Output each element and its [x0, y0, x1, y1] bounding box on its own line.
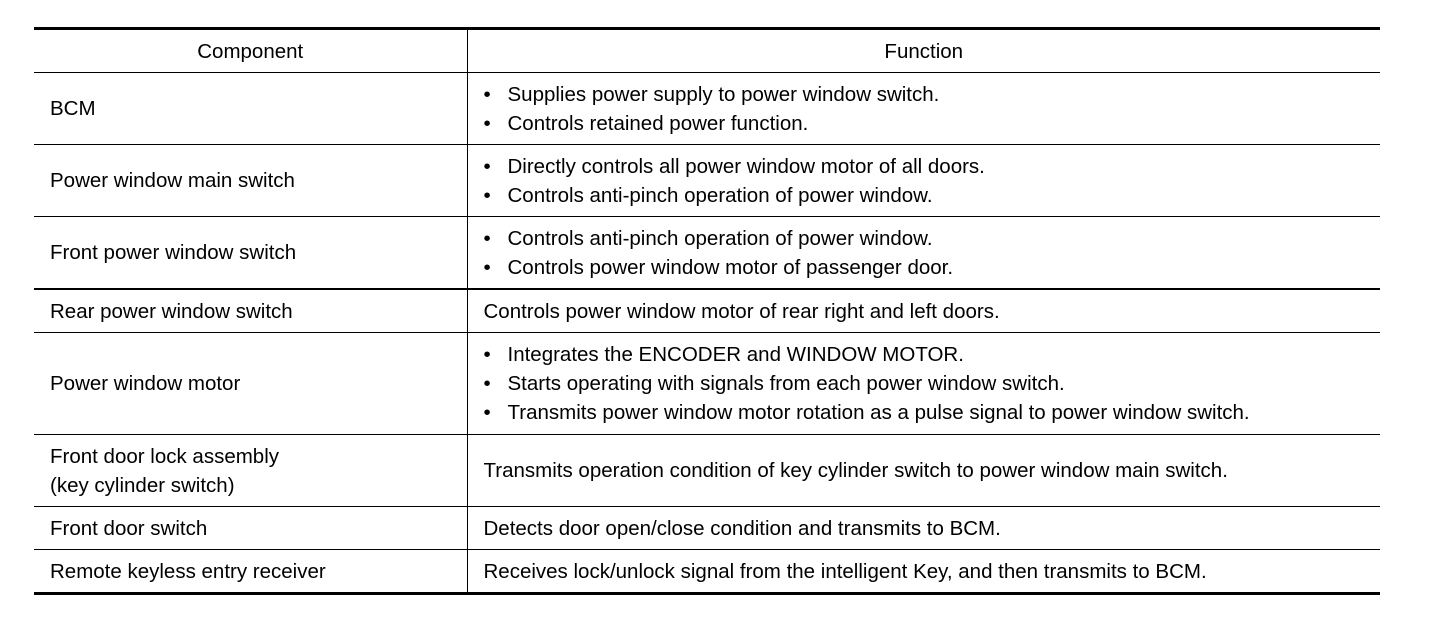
- function-cell: Receives lock/unlock signal from the int…: [467, 549, 1380, 594]
- function-cell: Controls power window motor of rear righ…: [467, 288, 1380, 333]
- table-header-row: Component Function: [34, 28, 1380, 73]
- function-bullet-item: • Transmits power window motor rotation a…: [484, 398, 1373, 427]
- bullet-glyph: •: [483, 343, 491, 366]
- component-name: Power window motor: [50, 372, 241, 395]
- function-bullet-text: Integrates the ENCODER and WINDOW MOTOR.: [507, 343, 964, 366]
- component-cell: Power window motor: [34, 332, 468, 435]
- table-row: Front power window switch • Controls anti…: [34, 216, 1380, 289]
- table-row: Rear power window switch Controls power …: [34, 288, 1380, 333]
- function-text: Detects door open/close condition and tr…: [483, 516, 1001, 540]
- component-name: Front door switch: [50, 516, 208, 540]
- function-text: Transmits operation condition of key cyl…: [483, 459, 1228, 482]
- function-bullet-text: Supplies power supply to power window sw…: [507, 82, 940, 106]
- function-bullet-text: Controls retained power function.: [507, 111, 809, 135]
- function-bullet-item: • Controls anti-pinch operation of power …: [484, 224, 1373, 253]
- function-bullet-text: Transmits power window motor rotation as…: [507, 401, 1250, 424]
- function-bullet-item: • Integrates the ENCODER and WINDOW MOTOR…: [484, 340, 1373, 369]
- component-name: Front power window switch: [50, 241, 297, 264]
- function-bullet-text: Directly controls all power window motor…: [507, 154, 985, 178]
- component-name: Front door lock assembly: [50, 444, 280, 468]
- function-cell: • Directly controls all power window moto…: [467, 144, 1380, 217]
- function-cell: Detects door open/close condition and tr…: [467, 506, 1380, 550]
- column-header-function: Function: [467, 28, 1380, 73]
- table-row: Front door switch Detects door open/clos…: [34, 506, 1380, 550]
- function-bullet-text: Controls anti-pinch operation of power w…: [507, 183, 933, 207]
- function-bullet-item: • Controls anti-pinch operation of power …: [484, 181, 1373, 210]
- table-row: Front door lock assembly (key cylinder s…: [34, 434, 1380, 507]
- table-row: Remote keyless entry receiver Receives l…: [34, 549, 1380, 594]
- component-name: Power window main switch: [50, 169, 295, 192]
- function-bullet-item: • Directly controls all power window moto…: [484, 152, 1373, 181]
- bullet-glyph: •: [483, 154, 491, 178]
- component-name: Remote keyless entry receiver: [50, 559, 326, 583]
- bullet-glyph: •: [483, 401, 491, 424]
- bullet-glyph: •: [483, 82, 491, 106]
- function-bullet-text: Controls power window motor of passenger…: [507, 255, 954, 279]
- bullet-glyph: •: [483, 111, 491, 135]
- function-cell: • Controls anti-pinch operation of power …: [467, 216, 1380, 289]
- function-bullet-list: • Directly controls all power window moto…: [484, 152, 1373, 210]
- column-header-component: Component: [34, 28, 468, 73]
- component-cell: Power window main switch: [34, 144, 468, 217]
- table-row: Power window main switch • Directly contr…: [34, 144, 1380, 217]
- function-bullet-list: • Integrates the ENCODER and WINDOW MOTOR…: [484, 340, 1373, 427]
- function-bullet-item: • Starts operating with signals from each…: [484, 369, 1373, 398]
- component-cell: Front door switch: [34, 506, 468, 550]
- component-cell: BCM: [34, 72, 468, 145]
- function-bullet-list: • Supplies power supply to power window s…: [484, 80, 1373, 138]
- component-function-table: Component Function BCM • Supplies power s…: [34, 27, 1380, 595]
- bullet-glyph: •: [483, 372, 491, 395]
- function-cell: Transmits operation condition of key cyl…: [467, 434, 1380, 507]
- function-bullet-item: • Controls retained power function.: [484, 109, 1373, 138]
- component-cell: Remote keyless entry receiver: [34, 549, 468, 594]
- component-cell: Front door lock assembly (key cylinder s…: [34, 434, 468, 507]
- component-cell: Rear power window switch: [34, 288, 468, 333]
- function-text: Controls power window motor of rear righ…: [483, 299, 1000, 323]
- table-row: BCM • Supplies power supply to power wind…: [34, 72, 1380, 145]
- function-bullet-item: • Controls power window motor of passenge…: [484, 253, 1373, 282]
- function-bullet-list: • Controls anti-pinch operation of power …: [484, 224, 1373, 282]
- component-name-subtitle: (key cylinder switch): [50, 473, 235, 497]
- function-cell: • Integrates the ENCODER and WINDOW MOTOR…: [467, 332, 1380, 435]
- component-name: Rear power window switch: [50, 299, 293, 323]
- component-function-table-container: Component Function BCM • Supplies power s…: [34, 27, 1380, 595]
- bullet-glyph: •: [483, 255, 491, 279]
- function-text: Receives lock/unlock signal from the int…: [483, 559, 1207, 583]
- function-bullet-text: Controls anti-pinch operation of power w…: [507, 226, 933, 250]
- component-name: BCM: [50, 97, 96, 120]
- bullet-glyph: •: [483, 226, 491, 250]
- bullet-glyph: •: [483, 183, 491, 207]
- function-cell: • Supplies power supply to power window s…: [467, 72, 1380, 145]
- component-cell: Front power window switch: [34, 216, 468, 289]
- function-bullet-text: Starts operating with signals from each …: [507, 372, 1065, 395]
- table-row: Power window motor • Integrates the ENCOD…: [34, 332, 1380, 435]
- function-bullet-item: • Supplies power supply to power window s…: [484, 80, 1373, 109]
